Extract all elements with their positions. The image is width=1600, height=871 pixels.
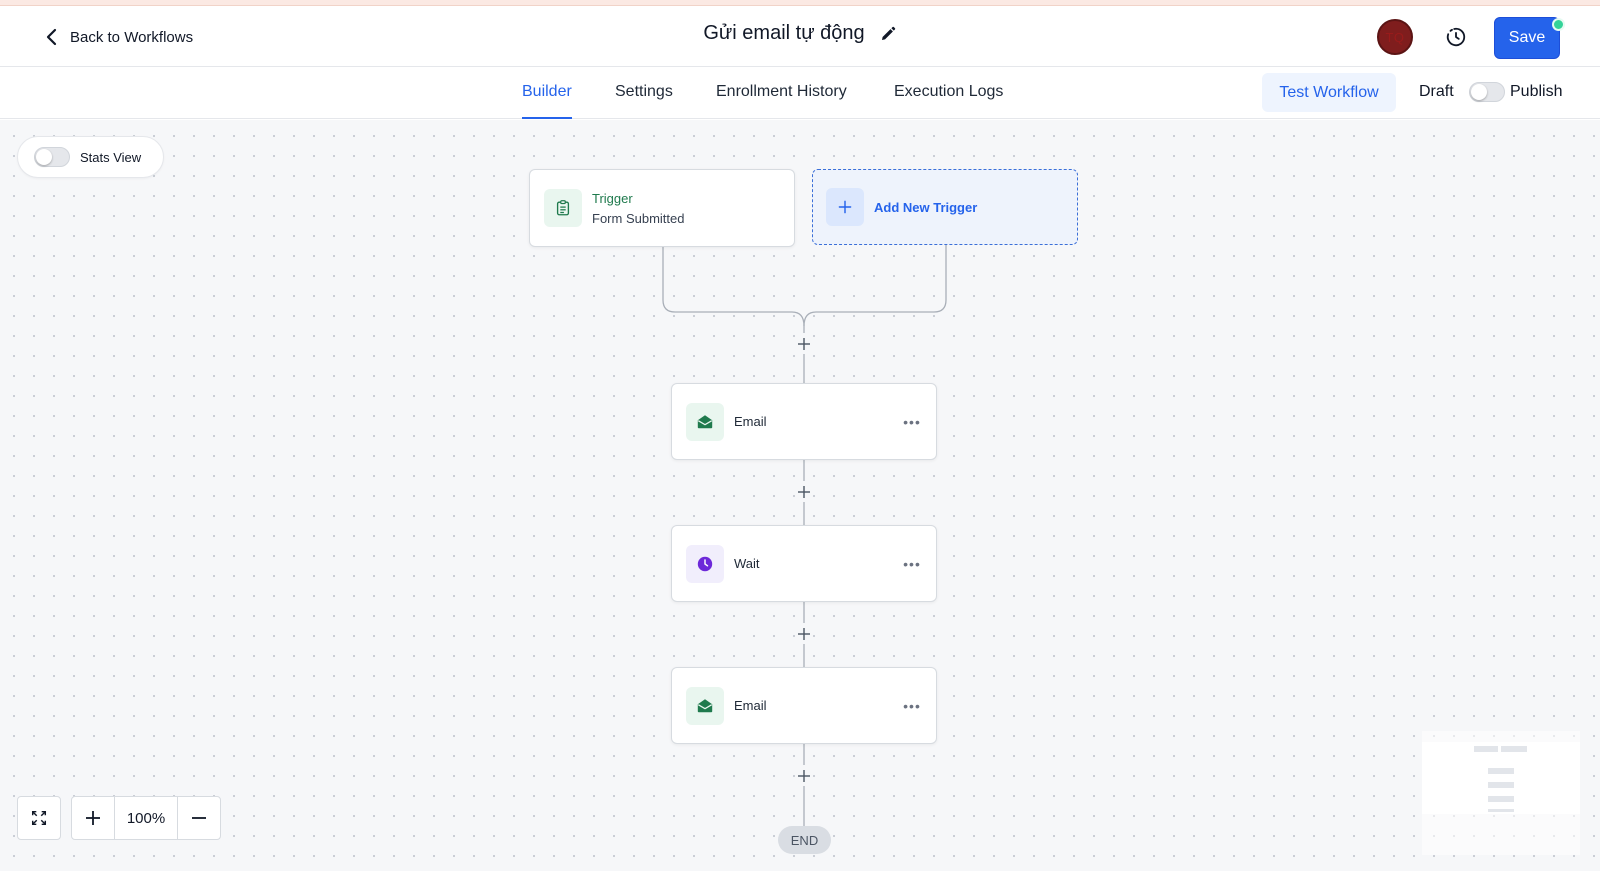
tab-enrollment-history[interactable]: Enrollment History [716,83,847,100]
trigger-icon-tile [544,189,582,227]
back-link-label: Back to Workflows [70,28,194,46]
email-icon-tile [686,402,724,441]
publish-toggle[interactable] [1469,82,1505,102]
fit-to-screen-button[interactable] [17,796,61,840]
minimap-node [1488,782,1514,788]
plus-icon [798,628,810,640]
zoom-level: 100% [115,796,177,840]
add-new-trigger-button[interactable]: Add New Trigger [812,169,1078,245]
draft-label: Draft [1419,83,1454,100]
user-avatar[interactable]: TQ [1377,19,1413,55]
plus-icon [798,486,810,498]
canvas-minimap[interactable] [1422,731,1580,855]
add-step-button[interactable] [794,766,814,786]
minimap-node [1488,768,1514,774]
tab-bar: Builder Settings Enrollment History Exec… [0,67,1600,119]
plus-icon [798,770,810,782]
clock-icon [697,556,713,571]
add-step-button[interactable] [794,482,814,502]
minimap-viewport [1422,742,1580,814]
trigger-subtitle: Form Submitted [592,210,685,226]
tab-builder[interactable]: Builder [522,67,572,119]
end-node: END [778,826,831,854]
workflow-canvas[interactable]: Stats View Trigger Form Submitted Add Ne… [0,120,1600,871]
version-history-icon[interactable] [1444,25,1468,49]
plus-icon [798,338,810,350]
more-options-icon[interactable]: ••• [903,413,921,430]
expand-icon [31,810,47,826]
add-step-button[interactable] [794,334,814,354]
minus-icon [192,817,206,819]
add-trigger-icon-tile [826,188,864,226]
more-options-icon[interactable]: ••• [903,697,921,714]
add-step-button[interactable] [794,624,814,644]
test-workflow-button[interactable]: Test Workflow [1262,73,1396,112]
stats-view-toggle-knob [36,149,52,165]
envelope-icon [697,698,713,712]
tab-settings[interactable]: Settings [615,83,673,100]
more-options-icon[interactable]: ••• [903,555,921,572]
trigger-label: Trigger [592,190,633,206]
step-label: Wait [734,556,760,571]
publish-label: Publish [1510,83,1563,100]
zoom-in-button[interactable] [71,796,115,840]
email-icon-tile [686,686,724,725]
envelope-icon [697,414,713,428]
tab-execution-logs[interactable]: Execution Logs [894,83,1004,100]
workflow-title: Gửi email tự động [703,22,865,44]
wait-icon-tile [686,544,724,583]
top-header: Back to Workflows Gửi email tự động TQ S… [0,6,1600,67]
wait-step-node[interactable]: Wait ••• [671,525,937,602]
stats-view-control: Stats View [17,136,164,178]
add-trigger-label: Add New Trigger [874,199,978,215]
plus-icon [838,200,852,214]
chevron-left-icon [46,28,57,46]
email-step-node[interactable]: Email ••• [671,667,937,744]
back-to-workflows-link[interactable]: Back to Workflows [42,24,193,50]
unsaved-status-dot [1552,18,1565,31]
clipboard-icon [556,200,570,216]
workflow-title-bar: Gửi email tự động [0,22,1600,45]
minimap-node [1501,746,1527,752]
minimap-node [1488,796,1514,802]
email-step-node[interactable]: Email ••• [671,383,937,460]
stats-view-label: Stats View [80,149,142,165]
pencil-icon[interactable] [879,25,897,43]
zoom-out-button[interactable] [177,796,221,840]
publish-toggle-knob [1471,84,1487,100]
step-label: Email [734,414,767,429]
top-accent-bar [0,0,1600,6]
step-label: Email [734,698,767,713]
minimap-node [1488,809,1514,812]
zoom-controls: 100% [17,796,221,840]
trigger-node[interactable]: Trigger Form Submitted [529,169,795,247]
stats-view-toggle[interactable] [34,147,70,167]
plus-icon [86,811,100,825]
save-button[interactable]: Save [1494,17,1560,59]
minimap-node [1474,746,1498,752]
